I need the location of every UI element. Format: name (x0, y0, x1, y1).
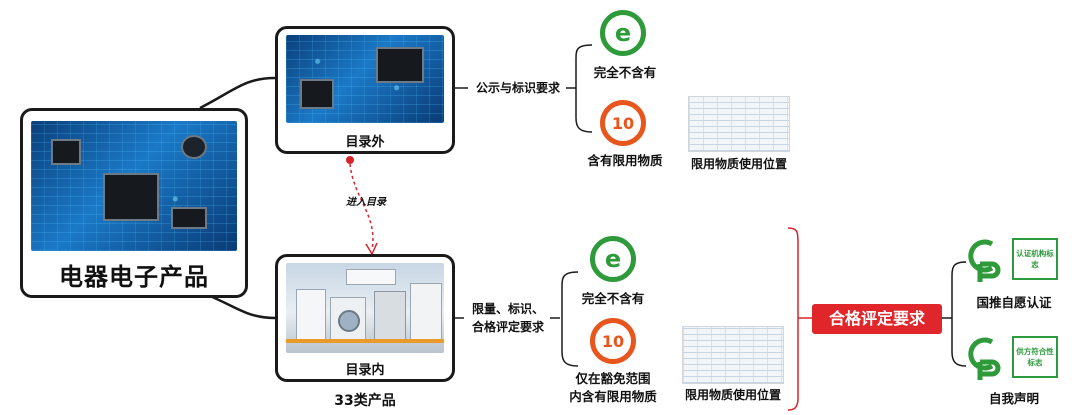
pcb-image (31, 121, 237, 251)
upper-item-1-label: 完全不含有 (593, 65, 657, 80)
lower-node-caption: 目录内 (345, 363, 385, 378)
lower-item-1-label: 完全不含有 (581, 291, 645, 306)
upper-node-caption: 目录外 (345, 135, 385, 150)
upper-10-text: 10 (611, 113, 635, 133)
conformity-item-1-label: 国推自愿认证 (976, 295, 1052, 310)
circuit-board-image (286, 35, 444, 123)
lower-item-2-label-line1: 仅在豁免范围 (575, 371, 651, 386)
transition-label: 进入目录 (346, 197, 386, 208)
main-node-title: 电器电子产品 (59, 263, 209, 291)
restricted-substances-table-image (688, 96, 790, 152)
main-product-node: 电器电子产品 (20, 108, 248, 298)
upper-doc-label: 限用物质使用位置 (690, 157, 787, 171)
certification-body-mark-box: 认证机构标志 (1012, 238, 1058, 280)
supplier-conformity-mark-box: 供方符合性标志 (1012, 336, 1058, 378)
restricted-substances-table-image (682, 326, 784, 384)
conformity-requirement-badge: 合格评定要求 (812, 304, 942, 334)
efup-e-mark-icon: e (590, 236, 636, 282)
upper-item-2-label: 含有限用物质 (587, 153, 663, 168)
lower-branch-label-line2: 合格评定要求 (471, 320, 544, 334)
lower-doc-label: 限用物质使用位置 (684, 388, 781, 402)
efup-10-mark-icon: 10 (600, 100, 646, 146)
lower-item-2-label-line2: 内含有限用物质 (569, 389, 657, 404)
conformity-item-2-label: 自我声明 (988, 391, 1039, 406)
upper-branch-label: 公示与标识要求 (475, 81, 560, 95)
lower-10-text: 10 (601, 331, 625, 351)
efup-e-mark-icon: e (600, 10, 646, 56)
lower-branch-label-line1: 限量、标识、 (471, 302, 544, 316)
appliances-image (286, 263, 444, 353)
green-cgp-mark-icon (968, 239, 1001, 282)
efup-10-mark-icon: 10 (590, 318, 636, 364)
in-catalog-node: 目录内 (275, 254, 455, 382)
out-of-catalog-node: 目录外 (275, 26, 455, 154)
lower-node-subtitle: 33类产品 (334, 393, 396, 409)
green-cgp-mark-icon (968, 337, 1001, 380)
